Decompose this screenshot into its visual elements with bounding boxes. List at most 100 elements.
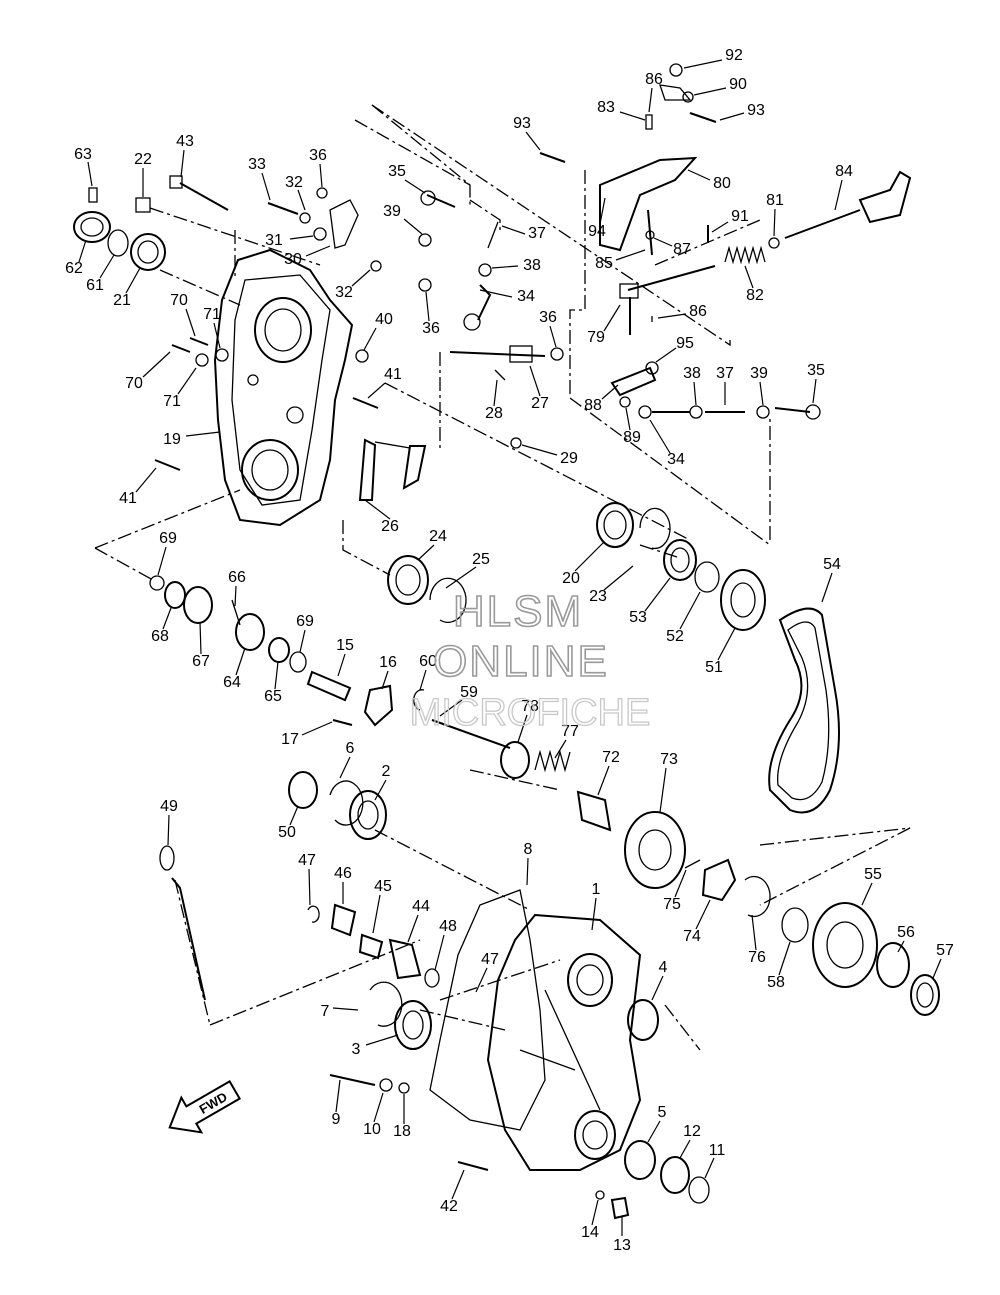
leader-line: [235, 647, 246, 676]
part-callout-31: 31: [265, 232, 283, 249]
part-callout-25: 25: [472, 551, 490, 568]
part-callout-18: 18: [393, 1123, 411, 1140]
part-callout-38: 38: [683, 365, 701, 382]
part-callout-70: 70: [170, 292, 188, 309]
part-callout-5: 5: [658, 1104, 667, 1121]
leader-line: [695, 899, 711, 930]
leader-line: [759, 381, 764, 406]
part-callout-29: 29: [560, 450, 578, 467]
leader-line: [177, 367, 197, 395]
part-callout-82: 82: [746, 287, 764, 304]
leader-line: [351, 269, 371, 287]
leader-line: [683, 59, 723, 69]
leader-line: [679, 591, 701, 630]
leader-line: [234, 585, 237, 607]
part-callout-55: 55: [864, 866, 882, 883]
watermark-line-2: ONLINE: [433, 637, 609, 686]
part-callout-70: 70: [125, 375, 143, 392]
part-callout-89: 89: [623, 429, 641, 446]
leader-line: [367, 382, 386, 399]
part-callout-78: 78: [521, 698, 539, 715]
leader-line: [693, 381, 697, 406]
part-callout-38: 38: [523, 257, 541, 274]
leader-line: [99, 254, 115, 279]
part-callout-27: 27: [531, 395, 549, 412]
leader-line: [719, 112, 745, 121]
part-callout-93: 93: [513, 115, 531, 132]
part-callout-68: 68: [151, 628, 169, 645]
leader-line: [897, 940, 905, 953]
part-callout-40: 40: [375, 311, 393, 328]
part-callout-17: 17: [281, 731, 299, 748]
leader-line: [78, 239, 87, 263]
part-callout-44: 44: [412, 898, 430, 915]
part-callout-37: 37: [528, 225, 546, 242]
part-callout-41: 41: [119, 490, 137, 507]
part-callout-24: 24: [429, 528, 447, 545]
leader-line: [693, 87, 727, 96]
leader-line: [599, 197, 606, 225]
part-callout-69: 69: [296, 613, 314, 630]
part-callout-19: 19: [163, 431, 181, 448]
part-callout-2: 2: [382, 763, 391, 780]
leader-line: [213, 322, 221, 349]
part-callout-47: 47: [481, 951, 499, 968]
part-callout-74: 74: [683, 928, 701, 945]
leader-line: [821, 572, 833, 603]
part-callout-28: 28: [485, 405, 503, 422]
leader-line: [289, 805, 299, 826]
part-callout-64: 64: [223, 674, 241, 691]
part-callout-91: 91: [731, 208, 749, 225]
part-callout-71: 71: [163, 393, 181, 410]
leader-line: [591, 897, 597, 931]
leader-line: [648, 87, 653, 113]
leader-line: [363, 327, 377, 351]
part-callout-61: 61: [86, 277, 104, 294]
leader-line: [289, 235, 314, 240]
part-callout-63: 63: [74, 146, 92, 163]
fwd-arrow-icon: FWD: [168, 1079, 242, 1134]
leader-line: [479, 289, 513, 298]
part-callout-94: 94: [588, 223, 606, 240]
leader-line: [407, 914, 419, 943]
part-callout-87: 87: [673, 241, 691, 258]
leader-line: [932, 958, 942, 979]
part-callout-42: 42: [440, 1198, 458, 1215]
leader-line: [591, 1199, 599, 1226]
leader-line: [603, 304, 621, 332]
leader-line: [445, 566, 477, 589]
part-callout-83: 83: [597, 99, 615, 116]
leader-line: [125, 267, 141, 294]
leader-line: [185, 308, 196, 337]
watermark-line-1: HLSM: [453, 587, 583, 636]
part-callout-92: 92: [725, 47, 743, 64]
part-callout-75: 75: [663, 896, 681, 913]
leader-line: [404, 179, 426, 194]
watermark: HLSM ONLINE MICROFICHE: [409, 586, 651, 734]
leader-line: [417, 544, 435, 561]
leader-line: [185, 431, 221, 437]
leader-line: [301, 721, 333, 736]
leader-line: [162, 607, 172, 630]
leader-line: [364, 499, 391, 520]
leader-line: [475, 967, 488, 993]
part-callout-50: 50: [278, 824, 296, 841]
part-callout-36: 36: [422, 320, 440, 337]
part-callout-4: 4: [659, 959, 668, 976]
part-callout-23: 23: [589, 588, 607, 605]
part-callout-86: 86: [645, 71, 663, 88]
leader-line: [529, 365, 541, 397]
part-callout-54: 54: [823, 556, 841, 573]
part-callout-52: 52: [666, 628, 684, 645]
part-callout-36: 36: [539, 309, 557, 326]
leader-line: [157, 546, 167, 576]
leader-line: [679, 1139, 691, 1159]
part-callout-15: 15: [336, 637, 354, 654]
part-callout-59: 59: [460, 684, 478, 701]
leader-line: [861, 882, 873, 906]
leader-line: [834, 179, 843, 211]
leader-line: [717, 627, 736, 661]
part-callout-49: 49: [160, 798, 178, 815]
